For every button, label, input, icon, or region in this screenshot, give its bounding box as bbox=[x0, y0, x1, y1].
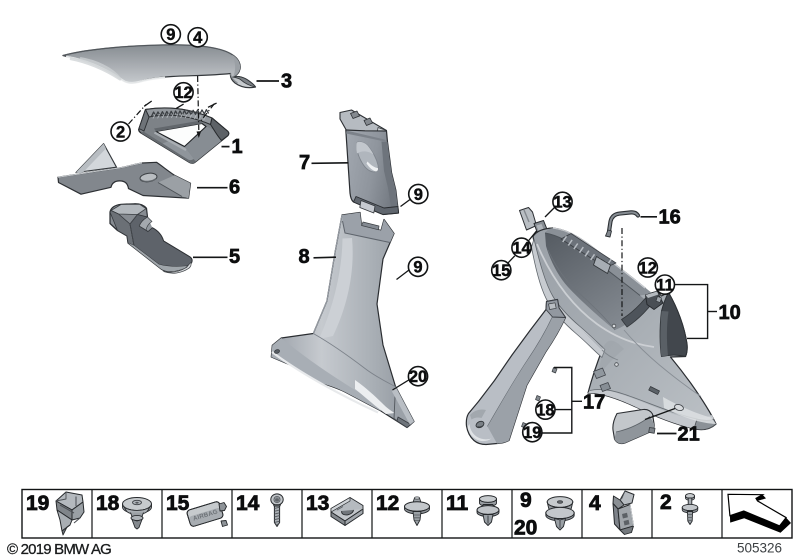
svg-text:505326: 505326 bbox=[737, 541, 782, 556]
svg-text:21: 21 bbox=[678, 424, 700, 446]
svg-text:4: 4 bbox=[193, 29, 203, 47]
svg-text:11: 11 bbox=[446, 492, 469, 515]
svg-text:1: 1 bbox=[232, 136, 243, 158]
svg-text:4: 4 bbox=[589, 492, 601, 515]
svg-text:12: 12 bbox=[174, 84, 192, 102]
svg-text:18: 18 bbox=[536, 402, 554, 420]
svg-text:6: 6 bbox=[229, 177, 240, 199]
svg-text:9: 9 bbox=[520, 489, 532, 512]
svg-text:19: 19 bbox=[523, 424, 541, 442]
svg-text:12: 12 bbox=[639, 259, 657, 277]
svg-text:9: 9 bbox=[413, 259, 422, 277]
svg-text:8: 8 bbox=[299, 246, 310, 268]
svg-text:© 2019 BMW AG: © 2019 BMW AG bbox=[7, 541, 111, 558]
svg-text:19: 19 bbox=[26, 492, 49, 515]
svg-text:14: 14 bbox=[236, 492, 260, 515]
svg-text:3: 3 bbox=[281, 71, 292, 93]
svg-text:15: 15 bbox=[166, 492, 190, 515]
svg-text:18: 18 bbox=[96, 492, 120, 515]
svg-text:9: 9 bbox=[166, 26, 175, 44]
svg-text:14: 14 bbox=[512, 240, 531, 258]
svg-text:13: 13 bbox=[306, 492, 329, 515]
svg-text:16: 16 bbox=[659, 207, 681, 229]
svg-text:2: 2 bbox=[116, 123, 125, 141]
svg-text:20: 20 bbox=[409, 368, 427, 386]
svg-text:9: 9 bbox=[414, 186, 423, 204]
svg-text:7: 7 bbox=[299, 152, 310, 174]
svg-text:11: 11 bbox=[656, 277, 673, 295]
svg-text:12: 12 bbox=[376, 492, 399, 515]
svg-text:17: 17 bbox=[583, 392, 605, 414]
svg-text:2: 2 bbox=[660, 491, 672, 514]
svg-text:13: 13 bbox=[553, 194, 571, 212]
svg-text:10: 10 bbox=[719, 302, 741, 324]
svg-text:20: 20 bbox=[514, 517, 537, 540]
svg-text:5: 5 bbox=[229, 246, 240, 268]
svg-text:15: 15 bbox=[492, 262, 510, 280]
